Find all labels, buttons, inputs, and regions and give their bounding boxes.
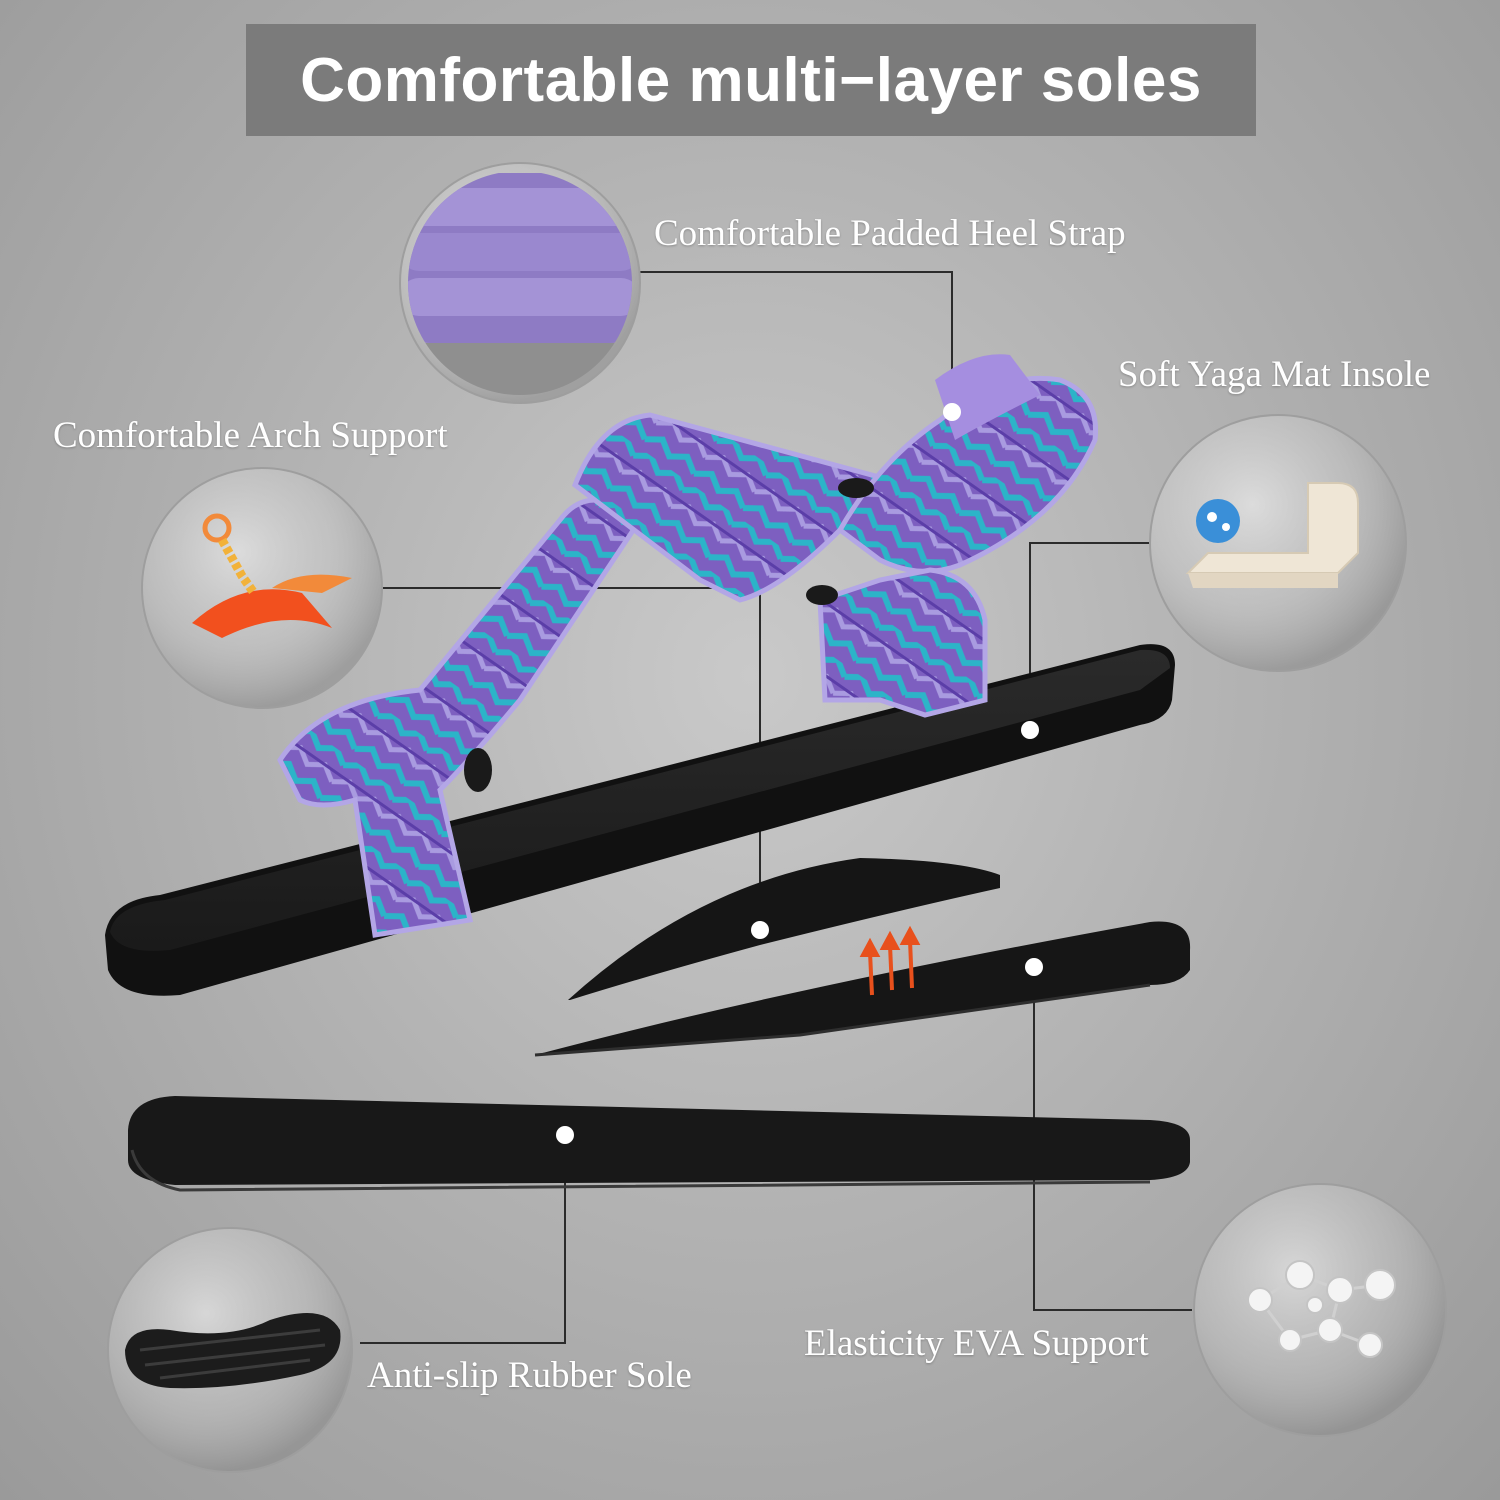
- title-banner: Comfortable multi−layer soles: [246, 24, 1256, 136]
- arch-label: Comfortable Arch Support: [53, 415, 448, 456]
- anchor-dots: [556, 403, 1043, 1144]
- sandal-straps: [277, 354, 1099, 938]
- foam-insole-icon: [1149, 414, 1407, 672]
- heat-arrows-icon: [859, 925, 921, 996]
- dot-arch: [751, 921, 769, 939]
- dot-insole: [1021, 721, 1039, 739]
- rubber-label: Anti-slip Rubber Sole: [367, 1355, 692, 1396]
- leader-insole: [1029, 542, 1150, 730]
- eva-label: Elasticity EVA Support: [804, 1323, 1149, 1364]
- buckle: [806, 585, 838, 605]
- arch-support-icon: [141, 467, 383, 709]
- buckle: [838, 478, 874, 498]
- heel-strap-label: Comfortable Padded Heel Strap: [654, 213, 1126, 254]
- dot-eva: [1025, 958, 1043, 976]
- page-title: Comfortable multi−layer soles: [300, 45, 1202, 115]
- buckle: [464, 748, 492, 792]
- insole-label: Soft Yaga Mat Insole: [1118, 354, 1431, 395]
- dot-rubber: [556, 1126, 574, 1144]
- arch-insert-layer: [568, 858, 1000, 1000]
- dot-heel-strap: [943, 403, 961, 421]
- rubber-outsole-layer: [128, 1096, 1190, 1192]
- leader-heel-strap: [640, 271, 953, 412]
- leader-eva: [1033, 967, 1192, 1311]
- molecule-icon: [1193, 1183, 1447, 1437]
- eva-wedge-layer: [534, 921, 1191, 1057]
- leader-rubber: [360, 1135, 566, 1344]
- padded-strap-icon: [399, 162, 641, 404]
- rubber-sole-icon: [107, 1227, 353, 1473]
